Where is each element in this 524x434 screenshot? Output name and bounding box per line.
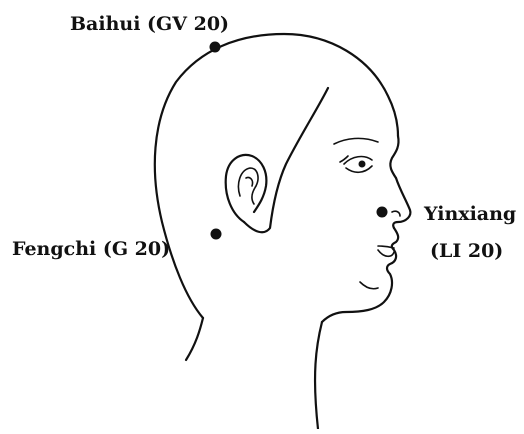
baihui-label: Baihui (GV 20) <box>70 15 229 34</box>
head-outline <box>155 34 398 318</box>
cheek-contour <box>360 282 378 289</box>
eye-pupil <box>359 161 366 168</box>
ear-inner <box>238 168 258 204</box>
yinxiang-point-marker <box>377 207 388 218</box>
nose-outline <box>393 178 410 228</box>
forehead-line <box>390 136 398 178</box>
yinxiang-name-label: Yinxiang <box>424 205 516 224</box>
fengchi-label: Fengchi (G 20) <box>12 240 170 259</box>
eye-upper-lid <box>344 157 372 164</box>
nostril <box>392 211 400 216</box>
lower-lip <box>378 250 394 256</box>
mouth-chin-outline <box>322 228 398 322</box>
baihui-point-marker <box>210 42 221 53</box>
eye-lower-lid <box>346 166 372 172</box>
ear-outline <box>226 155 267 222</box>
ear-helix <box>246 177 253 186</box>
front-neck-line <box>315 322 322 429</box>
hairline <box>244 88 328 232</box>
back-neck-line <box>186 318 203 360</box>
yinxiang-code-label: (LI 20) <box>430 242 503 261</box>
eyebrow <box>334 138 378 144</box>
fengchi-point-marker <box>211 229 222 240</box>
